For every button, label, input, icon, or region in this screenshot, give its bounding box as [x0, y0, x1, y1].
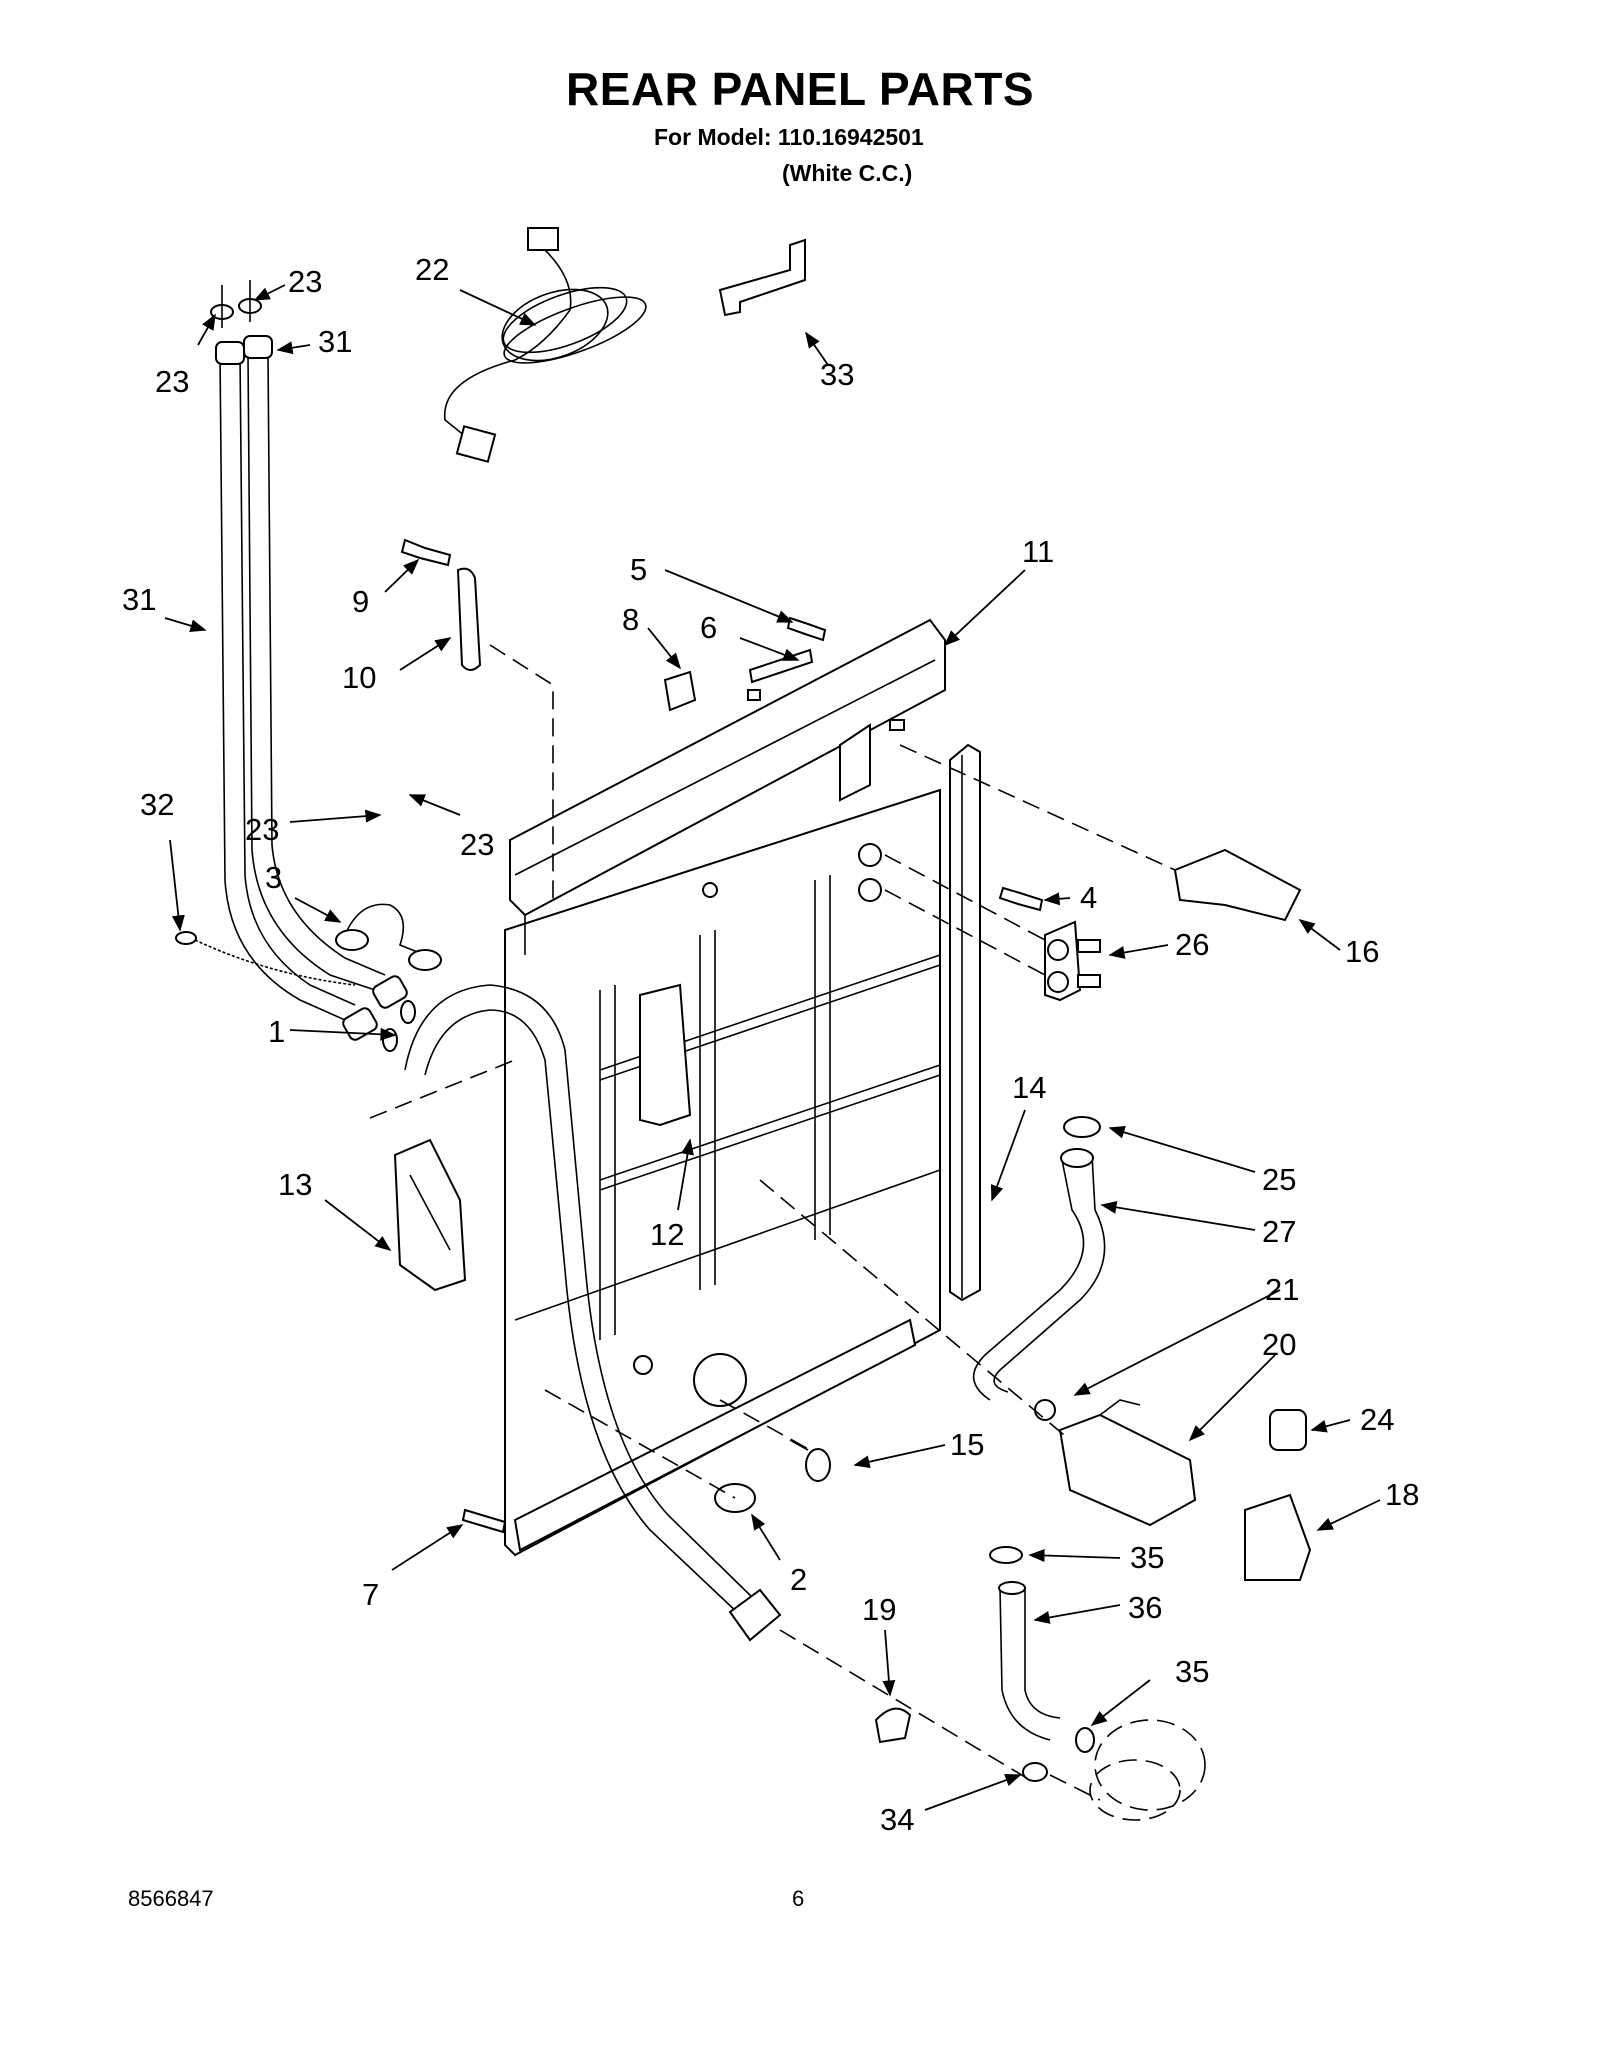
callout-9: 9: [352, 584, 369, 619]
callout-23: 23: [460, 827, 494, 862]
hose-clip-12: [639, 983, 692, 1127]
callout-26: 26: [1175, 927, 1209, 962]
strap-bolt: [400, 538, 482, 671]
callout-3: 3: [265, 860, 282, 895]
callout-19: 19: [862, 1592, 896, 1627]
callout-33: 33: [820, 357, 854, 392]
rear-panel: [504, 618, 946, 1557]
page-number: 6: [792, 1886, 805, 1911]
callout-8: 8: [622, 602, 639, 637]
callout-34: 34: [880, 1802, 914, 1837]
bracket-13: [393, 1138, 467, 1292]
callout-1: 1: [268, 1014, 285, 1049]
bracket-33: [718, 238, 806, 317]
drain-hose-36: [989, 1546, 1206, 1821]
pump-assembly: [1034, 1399, 1197, 1527]
callout-20: 20: [1262, 1327, 1296, 1362]
drain-hose: [404, 984, 782, 1642]
callout-7: 7: [362, 1577, 379, 1612]
inlet-hoses: [215, 335, 408, 1041]
callout-14: 14: [1012, 1070, 1046, 1105]
callout-16: 16: [1345, 934, 1379, 969]
model-number: For Model: 110.16942501: [654, 124, 924, 150]
bracket-16: [1173, 848, 1302, 922]
callout-22: 22: [415, 252, 449, 287]
callout-5: 5: [630, 552, 647, 587]
side-rail: [949, 743, 981, 1302]
callout-35: 35: [1175, 1654, 1209, 1689]
callout-36: 36: [1128, 1590, 1162, 1625]
leader-arrows: [164, 284, 1381, 1811]
callout-35: 35: [1130, 1540, 1164, 1575]
callout-11: 11: [1022, 534, 1054, 569]
hose-washers: [210, 280, 416, 1052]
hose-27: [972, 1116, 1106, 1401]
callout-13: 13: [278, 1167, 312, 1202]
top-brace: [747, 689, 905, 802]
screws: [461, 616, 1044, 1534]
callout-24: 24: [1360, 1402, 1394, 1437]
callout-15: 15: [950, 1427, 984, 1462]
callout-18: 18: [1385, 1477, 1419, 1512]
water-valve: [1044, 920, 1101, 1002]
callout-25: 25: [1262, 1162, 1296, 1197]
callout-31: 31: [122, 582, 156, 617]
callout-10: 10: [342, 660, 376, 695]
hose-retainer: [335, 903, 442, 971]
plug-and-clamps: [714, 1439, 912, 1744]
callout-6: 6: [700, 610, 717, 645]
callout-31: 31: [318, 324, 352, 359]
page-title: REAR PANEL PARTS: [565, 63, 1035, 115]
callout-4: 4: [1080, 880, 1097, 915]
callout-23: 23: [155, 364, 189, 399]
callout-32: 32: [140, 787, 174, 822]
callout-27: 27: [1262, 1214, 1296, 1249]
document-number: 8566847: [128, 1886, 214, 1911]
callout-21: 21: [1265, 1272, 1299, 1307]
callout-12: 12: [650, 1217, 684, 1252]
callout-23: 23: [288, 264, 322, 299]
callout-2: 2: [790, 1562, 807, 1597]
callout-23: 23: [245, 812, 279, 847]
model-variant: (White C.C.): [782, 160, 913, 186]
power-cord: [443, 227, 647, 463]
pump-motor: [1244, 1409, 1312, 1581]
callout-labels: 23 23 31 22 33 31 9 10 5 8 6 11 23 23 32…: [122, 252, 1419, 1837]
tie-strap: [175, 931, 356, 986]
assembly-lines: [369, 644, 1176, 1801]
